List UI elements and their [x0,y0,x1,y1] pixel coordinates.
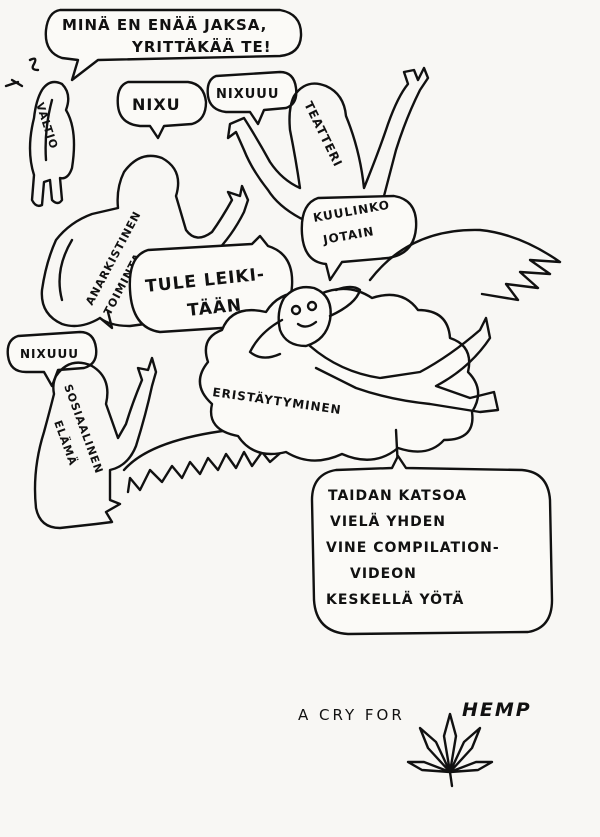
speech-bubble-taidan: TAIDAN KATSOA VIELÄ YHDEN VINE COMPILATI… [310,454,554,636]
nixu-text-3: NIXUUU [20,347,79,361]
figure-valtio: VALTIO [28,80,76,208]
taidan-line-1: TAIDAN KATSOA [328,488,467,504]
taidan-line-4: VIDEON [350,566,417,582]
cannabis-leaf-icon [406,712,494,788]
top-bubble-line2: YRITTÄKÄÄ TE! [131,37,272,56]
label-valtio: VALTIO [33,101,60,151]
stress-marks-icon [4,57,40,88]
label-teatteri: TEATTERI [301,99,345,169]
speech-bubble-top: MINÄ EN ENÄÄ JAKSA, YRITTÄKÄÄ TE! [44,8,303,82]
nixu-text-2: NIXUUU [216,87,279,102]
caption: A CRY FOR HEMP [298,699,532,724]
caption-emphasis: HEMP [462,699,532,721]
figure-reclining [248,285,500,414]
speech-bubble-kuulinko: KUULINKO JOTAIN [300,194,418,282]
caption-prefix: A CRY FOR [298,706,405,724]
taidan-line-5: KESKELLÄ YÖTÄ [326,590,464,608]
speech-bubble-nixuuu-top: NIXUUU [206,70,298,126]
top-bubble-line1: MINÄ EN ENÄÄ JAKSA, [62,15,267,34]
speech-bubble-nixuuu-left: NIXUUU [6,330,98,388]
taidan-line-3: VINE COMPILATION- [326,540,500,556]
taidan-line-2: VIELÄ YHDEN [330,513,446,530]
speech-bubble-nixu: NIXU [116,80,208,140]
nixu-text-1: NIXU [132,95,181,114]
wing-right [368,228,562,302]
figure-sosiaalinen: SOSIAALINEN ELÄMÄ [33,356,158,530]
cloud-eristaytyminen: ERISTÄYTYMINEN [198,287,480,462]
